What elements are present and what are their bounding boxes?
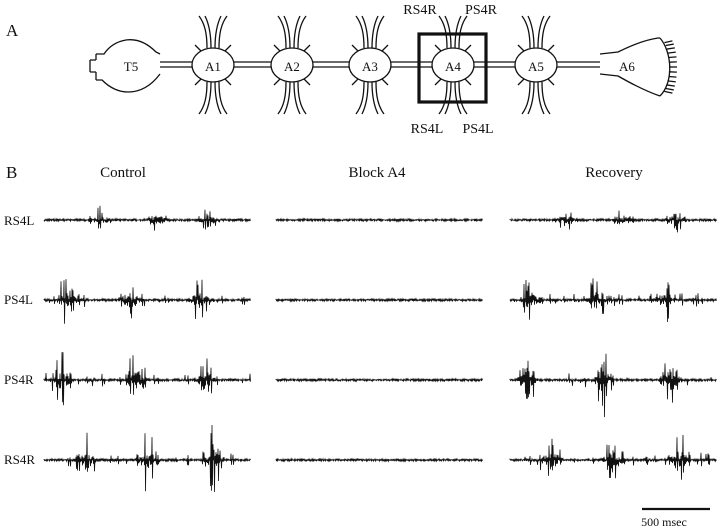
root-ventral-a5 <box>521 81 551 115</box>
a6-tick-9 <box>667 80 676 83</box>
row-label-rs4r: RS4R <box>4 452 35 467</box>
ganglion-label-a2: A2 <box>284 59 300 74</box>
ganglion-a4 <box>431 47 475 83</box>
column-header-control: Control <box>100 165 146 181</box>
root-dorsal-a1 <box>198 15 228 49</box>
row-label-ps4l: PS4L <box>4 292 33 307</box>
trace-rs4l-recovery <box>509 210 717 233</box>
ganglion-a2-bumps <box>273 44 311 86</box>
a6-tick-12 <box>664 90 673 94</box>
a6-tail-ticks <box>664 40 677 94</box>
ganglion-a4-bumps <box>434 44 472 86</box>
trace-ps4r-control <box>43 352 251 406</box>
recording-traces <box>43 205 717 493</box>
root-ventral-a2 <box>277 81 307 115</box>
t5-ganglion-outline <box>96 39 161 93</box>
ganglion-label-a4: A4 <box>445 59 461 74</box>
a6-tick-0 <box>664 40 673 44</box>
panel-a-letter: A <box>6 21 19 40</box>
ganglion-a3-bumps <box>351 44 389 86</box>
trace-rs4l-block <box>275 217 483 223</box>
connectives <box>160 61 600 68</box>
a6-tick-2 <box>666 47 675 50</box>
a6-tick-10 <box>666 84 675 87</box>
a6-ganglion-outline <box>599 37 661 97</box>
root-dorsal-a3 <box>355 15 385 49</box>
ganglion-label-t5: T5 <box>124 59 138 74</box>
root-ventral-a1 <box>198 81 228 115</box>
trace-rs4l-control <box>43 205 251 231</box>
ganglion-label-a5: A5 <box>528 59 544 74</box>
ganglion-a2 <box>270 47 314 83</box>
ganglion-label-a6: A6 <box>619 59 635 74</box>
a6-tick-4 <box>668 56 677 59</box>
a6-tail-edge <box>659 37 671 97</box>
scale-bar-label: 500 msec <box>641 515 687 529</box>
ganglion-label-a3: A3 <box>362 59 378 74</box>
t5-anterior-stub <box>89 59 96 73</box>
column-header-block-a4: Block A4 <box>348 165 406 181</box>
trace-ps4l-block <box>275 297 483 303</box>
ganglion-a1 <box>191 47 235 83</box>
trace-ps4r-block <box>275 377 483 383</box>
panel-b-letter: B <box>6 163 17 182</box>
root-dorsal-a2 <box>277 15 307 49</box>
a6-tick-1 <box>665 43 674 47</box>
trace-ps4l-recovery <box>509 278 717 323</box>
row-label-rs4l: RS4L <box>4 213 34 228</box>
ganglion-a1-bumps <box>194 44 232 86</box>
root-ventral-a4 <box>438 81 468 115</box>
ganglion-a5 <box>514 47 558 83</box>
root-ventral-a3 <box>355 81 385 115</box>
nerve-label-rs4l: RS4L <box>411 122 444 137</box>
row-label-ps4r: PS4R <box>4 372 34 387</box>
ganglion-label-a1: A1 <box>205 59 221 74</box>
root-dorsal-a5 <box>521 15 551 49</box>
nerve-label-ps4l: PS4L <box>462 122 493 137</box>
ganglion-a3 <box>348 47 392 83</box>
segmental-roots <box>198 15 551 115</box>
a6-tick-11 <box>665 87 674 91</box>
nerve-cord-diagram <box>89 15 677 115</box>
trace-ps4l-control <box>43 279 251 324</box>
nerve-label-ps4r: PS4R <box>465 3 498 18</box>
trace-ps4r-recovery <box>509 353 717 418</box>
trace-rs4r-recovery <box>509 434 717 480</box>
a4-highlight-box <box>417 32 488 104</box>
nerve-label-rs4r: RS4R <box>403 3 437 18</box>
column-header-recovery: Recovery <box>585 165 643 181</box>
root-dorsal-a4 <box>438 15 468 49</box>
ganglia-shapes <box>191 44 558 86</box>
trace-rs4r-control <box>43 424 251 493</box>
a6-tick-3 <box>667 51 676 54</box>
ganglion-a5-bumps <box>517 44 555 86</box>
a6-tick-8 <box>668 75 677 78</box>
trace-rs4r-block <box>275 457 483 463</box>
